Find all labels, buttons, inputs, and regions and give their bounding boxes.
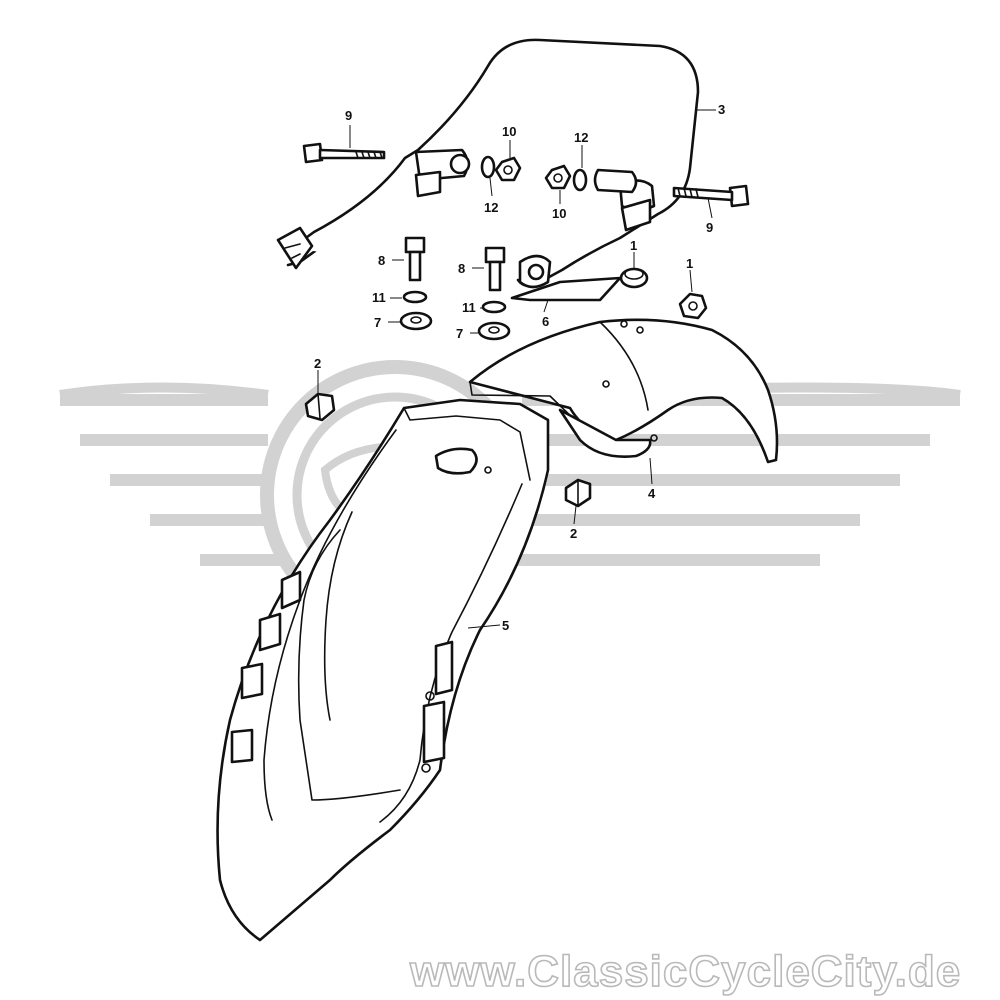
callout-labels: 9 10 12 12 10 3 9 8 8 1 1 11 11 6 7 7 2 …: [314, 102, 725, 633]
callout-12-washer-right: 12: [574, 130, 588, 145]
rail-bolt-left: [302, 142, 386, 164]
clip-right: [564, 478, 592, 508]
callout-7-washer-left: 7: [374, 315, 381, 330]
washer-right: [572, 168, 588, 192]
callout-leaders: [317, 109, 716, 629]
callout-5-fender-main: 5: [502, 618, 509, 633]
callout-8-bolt-right: 8: [458, 261, 465, 276]
rail-plate: [510, 276, 622, 302]
spacer-sleeve: [593, 168, 638, 194]
callout-7-washer-right: 7: [456, 326, 463, 341]
rear-fender-tail: [468, 318, 779, 464]
callout-2-clip-right: 2: [570, 526, 577, 541]
fender-bolt-right: [484, 246, 506, 292]
callout-9-bolt-left: 9: [345, 108, 352, 123]
flat-washer-left: [399, 311, 433, 331]
callout-6-plate: 6: [542, 314, 549, 329]
callout-1-bush: 1: [630, 238, 637, 253]
callout-12-washer-left: 12: [484, 200, 498, 215]
callout-1-nut: 1: [686, 256, 693, 271]
hex-nut-left: [494, 156, 522, 182]
callout-9-bolt-right: 9: [706, 220, 713, 235]
rubber-bush-2: [678, 292, 708, 320]
callout-11-lockwasher-left: 11: [372, 290, 386, 305]
hex-nut-right: [544, 164, 572, 190]
flat-washer-right: [477, 321, 511, 341]
rail-bolt-right: [672, 184, 750, 208]
callout-8-bolt-left: 8: [378, 253, 385, 268]
callout-4-fender-tail: 4: [648, 486, 656, 501]
washer-left: [480, 155, 496, 179]
fender-bolt-left: [404, 236, 426, 282]
callout-2-clip-left: 2: [314, 356, 321, 371]
rubber-bush-1: [619, 267, 649, 289]
callout-10-nut-left: 10: [502, 124, 516, 139]
callout-10-nut-right: 10: [552, 206, 566, 221]
rear-fender-main: [216, 398, 550, 942]
lock-washer-right: [481, 300, 507, 314]
lock-washer-left: [402, 290, 428, 304]
callout-3-grab-rail: 3: [718, 102, 725, 117]
callout-11-lockwasher-right: 11: [462, 300, 476, 315]
watermark-url: www.ClassicCycleCity.de: [409, 947, 961, 996]
